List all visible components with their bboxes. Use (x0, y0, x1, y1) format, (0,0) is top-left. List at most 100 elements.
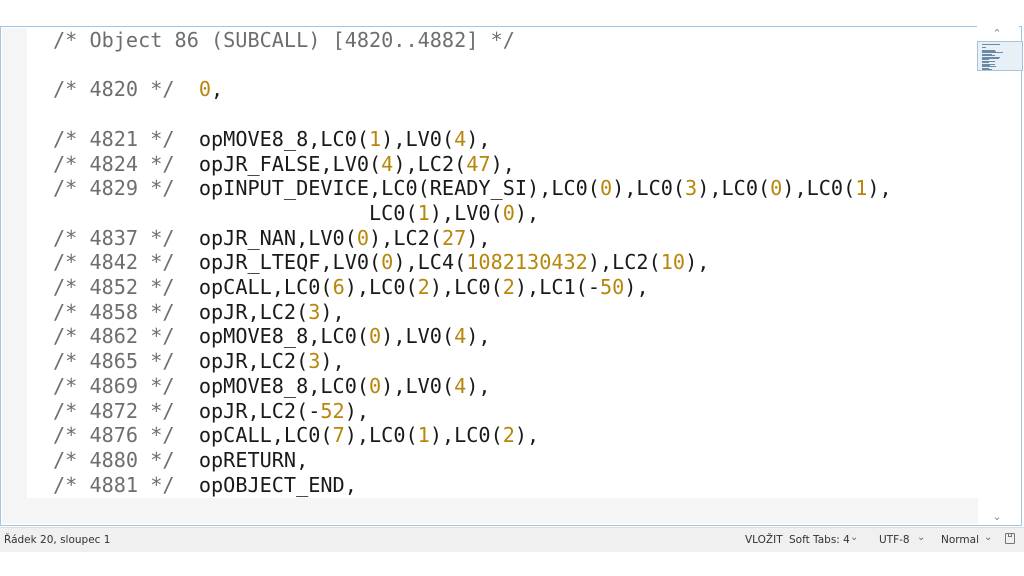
code-line: /* 4837 */ opJR_NAN,LV0(0),LC2(27), (53, 226, 491, 251)
line-comment: /* 4872 */ (53, 398, 199, 423)
insert-mode-toggle[interactable]: VLOŽIT (745, 534, 783, 546)
line-comment: /* 4876 */ (53, 423, 199, 448)
number-literal: 0 (381, 250, 394, 275)
code-token: ),LC2( (393, 151, 467, 176)
code-token: ),LC0( (344, 423, 418, 448)
code-line: /* 4829 */ opINPUT_DEVICE,LC0(READY_SI),… (53, 176, 892, 201)
code-token: opJR,LC2( (198, 299, 309, 324)
minimap-line (982, 69, 992, 71)
code-line: /* 4824 */ opJR_FALSE,LV0(4),LC2(47), (53, 152, 515, 177)
minimap-line (982, 66, 996, 68)
line-comment: /* 4858 */ (53, 299, 199, 324)
scroll-up-icon[interactable]: ⌃ (992, 27, 1002, 40)
number-literal: 0 (502, 200, 515, 225)
minimap-line (982, 55, 995, 57)
line-comment: /* 4824 */ (53, 151, 199, 176)
line-comment: /* 4820 */ (53, 77, 199, 102)
minimap-line (982, 65, 991, 66)
code-line: /* 4821 */ opMOVE8_8,LC0(1),LV0(4), (53, 127, 491, 152)
code-line: /* 4842 */ opJR_LTEQF,LV0(0),LC4(1082130… (53, 250, 709, 275)
code-token: opJR,LC2(- (198, 398, 321, 423)
code-token: ),LV0( (381, 324, 455, 349)
minimap-line (982, 51, 996, 52)
save-icon[interactable] (1005, 533, 1015, 544)
editor-frame: /* Object 86 (SUBCALL) [4820..4882] */ /*… (0, 26, 1022, 526)
code-line: /* 4872 */ opJR,LC2(-52), (53, 399, 369, 424)
code-token: ), (320, 349, 345, 374)
code-token: opMOVE8_8,LC0( (198, 126, 370, 151)
number-literal: 1 (855, 176, 868, 201)
code-line: /* 4880 */ opRETURN, (53, 448, 308, 473)
code-token: ), (344, 398, 370, 423)
code-token: ), (490, 151, 515, 176)
tab-settings-dropdown[interactable]: Soft Tabs: 4 (789, 534, 850, 546)
number-literal: 2 (502, 423, 515, 448)
number-literal: 0 (369, 373, 382, 398)
line-comment: /* 4881 */ (53, 472, 199, 497)
code-area[interactable]: /* Object 86 (SUBCALL) [4820..4882] */ /*… (27, 28, 978, 498)
minimap-line (982, 56, 1001, 58)
number-literal: 1 (417, 423, 430, 448)
chevron-down-icon[interactable]: ⌄ (917, 532, 926, 543)
line-comment: /* 4837 */ (53, 225, 199, 250)
code-line: /* 4862 */ opMOVE8_8,LC0(0),LV0(4), (53, 324, 491, 349)
line-comment: /* Object 86 (SUBCALL) [4820..4882] */ (53, 28, 515, 52)
number-literal: 7 (332, 423, 345, 448)
code-line: /* 4869 */ opMOVE8_8,LC0(0),LV0(4), (53, 374, 491, 399)
code-token: ), (466, 324, 491, 349)
number-literal: 0 (198, 77, 212, 102)
code-token: , (211, 77, 224, 102)
code-token: ), (867, 176, 892, 201)
code-token: ),LC1(- (514, 275, 600, 299)
code-token: ),LV0( (381, 373, 455, 398)
line-comment: /* 4821 */ (53, 126, 199, 151)
line-comment: /* 4829 */ (53, 176, 199, 201)
minimap-line (982, 49, 995, 51)
number-literal: 27 (441, 225, 467, 250)
code-line: /* 4881 */ opOBJECT_END, (53, 473, 357, 498)
number-literal: 6 (332, 275, 345, 299)
code-token: opJR_NAN,LV0( (198, 225, 357, 250)
chevron-down-icon[interactable]: ⌄ (850, 532, 859, 543)
code-token: ),LC0( (429, 423, 503, 448)
view-mode-dropdown[interactable]: Normal (941, 534, 979, 546)
cursor-position[interactable]: Řádek 20, sloupec 1 (4, 534, 111, 546)
line-comment: /* 4862 */ (53, 324, 199, 349)
code-token: opINPUT_DEVICE,LC0(READY_SI),LC0( (198, 176, 600, 201)
number-literal: 4 (454, 126, 467, 151)
number-literal: 1 (369, 126, 382, 151)
code-token: ),LC0( (344, 275, 418, 299)
code-token: ),LC0( (429, 275, 503, 299)
minimap-line (982, 67, 989, 69)
scrollbar[interactable] (977, 1, 1019, 497)
code-token: opJR_LTEQF,LV0( (198, 250, 382, 275)
line-comment: /* 4880 */ (53, 447, 199, 472)
number-literal: 1082130432 (466, 250, 588, 275)
code-token: ),LC2( (369, 225, 442, 250)
editor-bottom-strip (27, 498, 978, 524)
minimap[interactable] (977, 41, 1023, 71)
number-literal: 2 (502, 275, 515, 299)
number-literal: 4 (454, 324, 467, 349)
gutter (2, 28, 27, 524)
code-line: /* 4876 */ opCALL,LC0(7),LC0(1),LC0(2), (53, 423, 539, 448)
number-literal: 3 (685, 176, 698, 201)
code-token: ), (514, 200, 540, 225)
code-token: ), (466, 225, 491, 250)
number-literal: 50 (599, 275, 625, 299)
scroll-down-icon[interactable]: ⌄ (992, 510, 1002, 523)
code-token: opRETURN, (198, 447, 309, 472)
minimap-line (982, 44, 1001, 45)
encoding-dropdown[interactable]: UTF-8 (879, 534, 910, 546)
number-literal: 0 (599, 176, 613, 201)
chevron-down-icon[interactable]: ⌄ (984, 532, 993, 543)
code-token: opCALL,LC0( (198, 423, 333, 448)
minimap-line (982, 58, 999, 59)
number-literal: 1 (417, 200, 430, 225)
code-token: ), (466, 126, 491, 151)
minimap-line (982, 53, 992, 55)
code-token: opMOVE8_8,LC0( (198, 324, 370, 349)
code-token: ),LC0( (612, 176, 686, 201)
code-token: ),LC2( (587, 250, 661, 275)
code-token: ),LC4( (393, 250, 467, 275)
